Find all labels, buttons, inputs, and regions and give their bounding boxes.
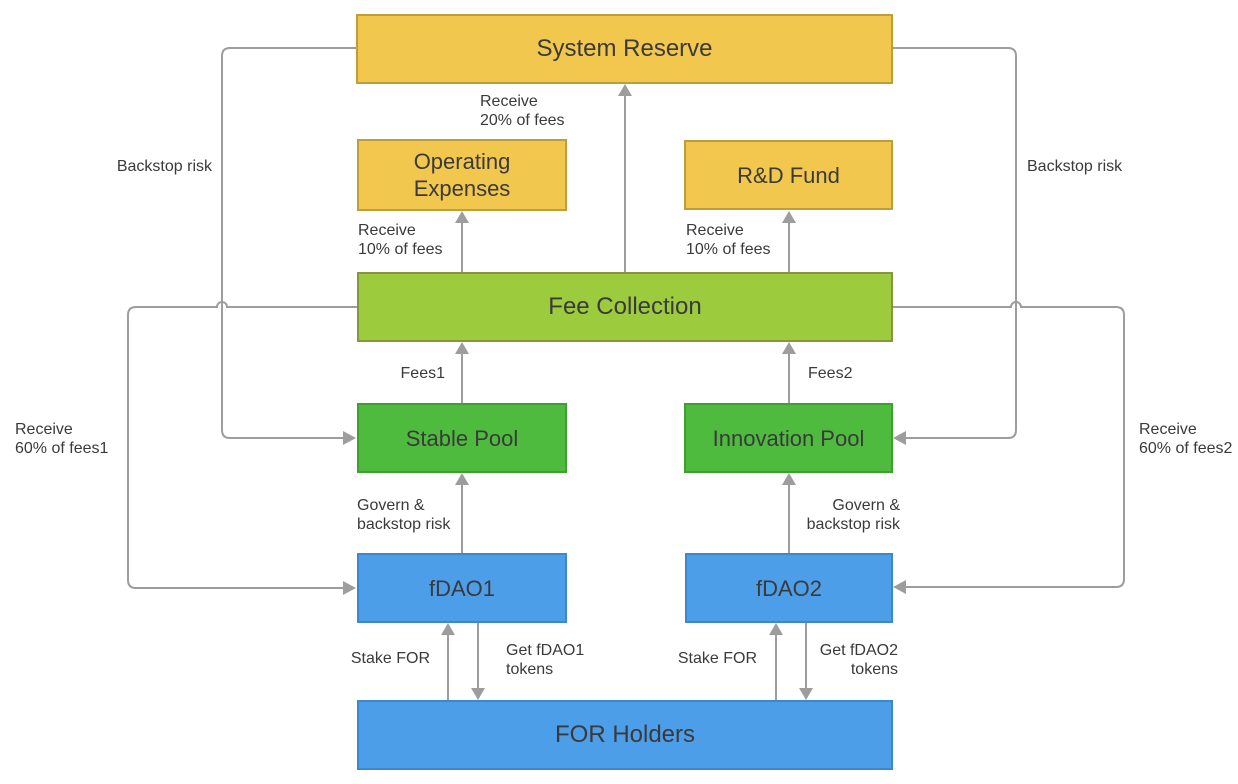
- node-fdao2: fDAO2: [685, 553, 893, 623]
- edge-label-backstop-risk-left: Backstop risk: [116, 158, 212, 175]
- edge-label-get-fdao1-tokens: Get fDAO1 tokens: [506, 642, 585, 678]
- edge-label-stake-for-left: Stake FOR: [350, 650, 430, 667]
- edge-label-govern-left: Govern & backstop risk: [357, 497, 451, 533]
- node-rnd-fund: R&D Fund: [684, 140, 893, 210]
- edge-label-fees2: Fees2: [808, 365, 853, 382]
- edge-fdao1-to-stable-arrow: [455, 473, 469, 553]
- edge-label-receive-10pct-left: Receive 10% of fees: [358, 222, 443, 258]
- edge-fee-to-reserve-arrow: [618, 84, 632, 272]
- edge-fee-to-fdao2-arrow: [893, 301, 1125, 594]
- node-for-holders: FOR Holders: [357, 700, 893, 770]
- edge-fee-to-opex-arrow: [455, 211, 469, 272]
- node-operating-expenses: Operating Expenses: [357, 139, 567, 211]
- node-system-reserve: System Reserve: [356, 14, 893, 84]
- edge-label-receive-60pct-fees1: Receive 60% of fees1: [15, 421, 109, 457]
- node-innovation-pool: Innovation Pool: [684, 403, 893, 473]
- edge-label-receive-20pct: Receive 20% of fees: [480, 93, 565, 129]
- edge-label-backstop-risk-right: Backstop risk: [1027, 158, 1123, 175]
- edge-label-govern-right: Govern & backstop risk: [806, 497, 900, 533]
- edge-fee-to-fdao1-arrow: [127, 301, 357, 595]
- edge-label-receive-10pct-right: Receive 10% of fees: [686, 222, 771, 258]
- node-fdao1: fDAO1: [357, 553, 567, 623]
- edge-label-stake-for-right: Stake FOR: [677, 650, 757, 667]
- node-stable-pool: Stable Pool: [357, 403, 567, 473]
- edge-label-fees1: Fees1: [400, 365, 445, 382]
- edge-stable-to-fee-arrow: [455, 342, 469, 403]
- edge-holders-to-fdao1-arrow: [441, 623, 455, 700]
- edge-holders-to-fdao2-arrow: [769, 623, 783, 700]
- edge-reserve-to-stable-arrow: [221, 47, 356, 445]
- edge-fee-to-rnd-arrow: [782, 211, 796, 272]
- edge-innovation-to-fee-arrow: [782, 342, 796, 403]
- edge-fdao2-to-holders-arrow: [799, 623, 813, 700]
- edge-fdao1-to-holders-arrow: [471, 623, 485, 700]
- edge-fdao2-to-innovation-arrow: [782, 473, 796, 553]
- edge-reserve-to-innovation-arrow: [893, 47, 1017, 445]
- node-fee-collection: Fee Collection: [357, 272, 893, 342]
- edge-label-receive-60pct-fees2: Receive 60% of fees2: [1139, 421, 1233, 457]
- edge-label-get-fdao2-tokens: Get fDAO2 tokens: [819, 642, 898, 678]
